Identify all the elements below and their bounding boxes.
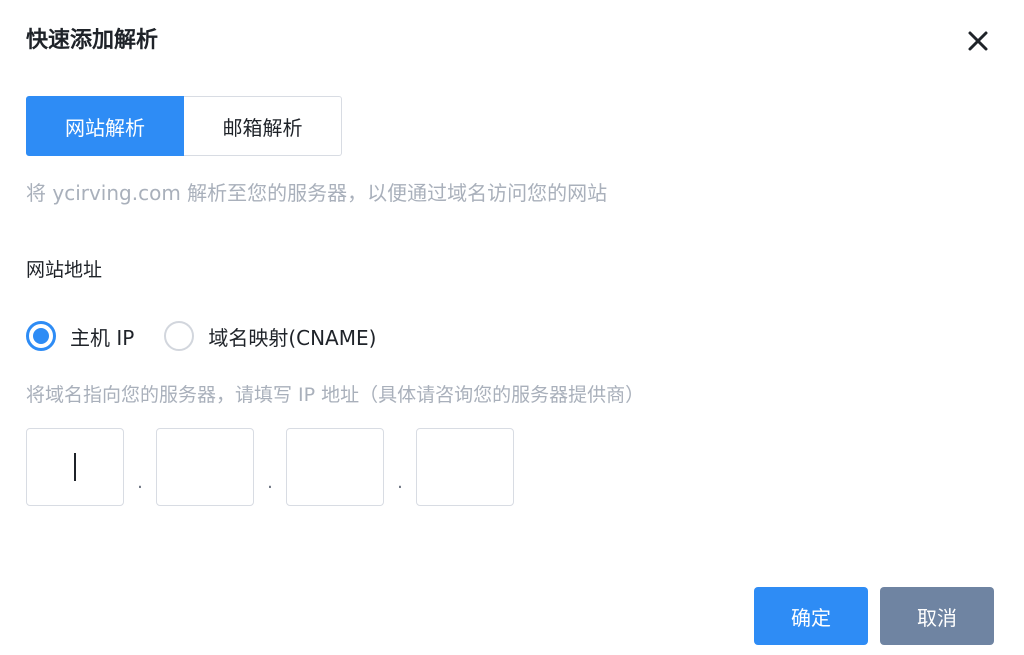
ip-octet-input-1[interactable] bbox=[26, 428, 124, 506]
ip-octet-input-4[interactable] bbox=[416, 428, 514, 506]
resolution-type-tabs: 网站解析 邮箱解析 bbox=[26, 96, 342, 156]
close-icon bbox=[967, 30, 989, 52]
ip-separator: . bbox=[397, 472, 403, 493]
ip-separator: . bbox=[137, 472, 143, 493]
text-caret bbox=[74, 453, 76, 481]
radio-host-ip-label: 主机 IP bbox=[70, 325, 135, 350]
radio-checked-icon bbox=[26, 321, 56, 351]
ip-octet-input-2[interactable] bbox=[156, 428, 254, 506]
record-type-radio-group: 主机 IP 域名映射(CNAME) bbox=[26, 318, 406, 354]
ip-octet-input-3[interactable] bbox=[286, 428, 384, 506]
tab-website-resolution[interactable]: 网站解析 bbox=[26, 96, 184, 156]
radio-cname[interactable]: 域名映射(CNAME) bbox=[164, 321, 376, 351]
resolution-description: 将 ycirving.com 解析至您的服务器，以便通过域名访问您的网站 bbox=[26, 181, 608, 205]
radio-unchecked-icon bbox=[164, 321, 195, 351]
cancel-button[interactable]: 取消 bbox=[880, 587, 994, 645]
ip-separator: . bbox=[267, 472, 273, 493]
close-button[interactable] bbox=[962, 26, 994, 56]
ip-address-input: . . . bbox=[26, 428, 514, 506]
radio-host-ip[interactable]: 主机 IP bbox=[26, 321, 134, 351]
tab-email-resolution[interactable]: 邮箱解析 bbox=[184, 96, 342, 156]
dialog-title: 快速添加解析 bbox=[26, 28, 159, 53]
confirm-button[interactable]: 确定 bbox=[754, 587, 868, 645]
ip-hint: 将域名指向您的服务器，请填写 IP 地址（具体请咨询您的服务器提供商） bbox=[26, 384, 645, 406]
website-address-label: 网站地址 bbox=[26, 259, 103, 281]
radio-cname-label: 域名映射(CNAME) bbox=[208, 325, 377, 350]
